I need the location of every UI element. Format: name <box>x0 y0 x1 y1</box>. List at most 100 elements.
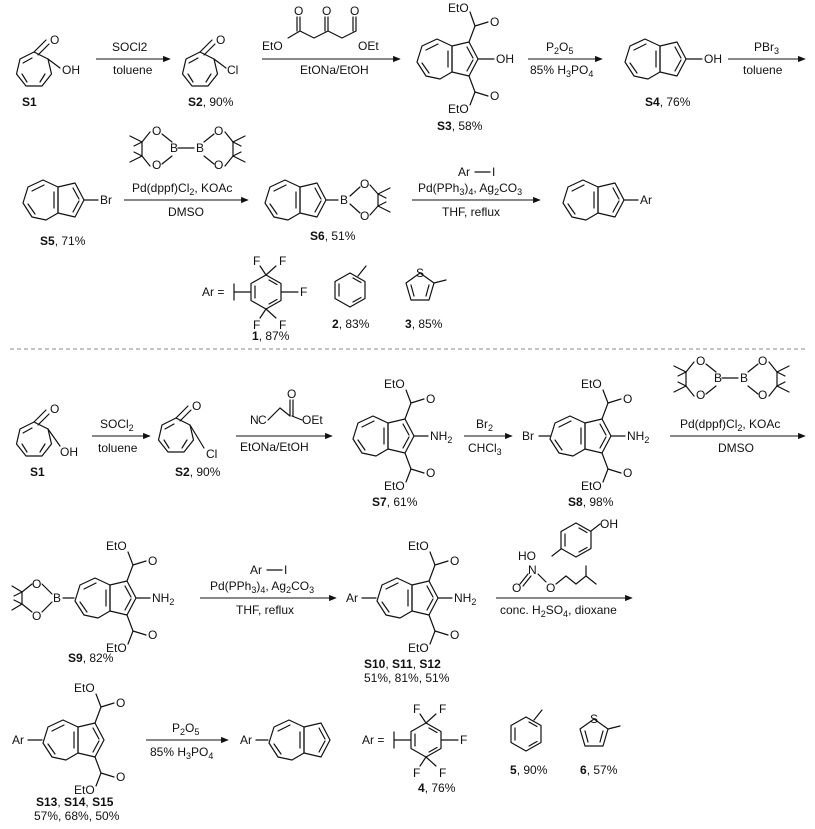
svg-text:EtO: EtO <box>408 641 429 655</box>
svg-text:O: O <box>148 554 157 568</box>
svg-text:N: N <box>250 413 259 427</box>
compound-label-s4: S4, 76% <box>645 95 691 109</box>
solvent-dmso: DMSO <box>718 441 754 455</box>
arrow-step4-top: PBr3 toluene <box>728 40 806 77</box>
svg-text:OH: OH <box>704 52 722 66</box>
reagent-ar: Ar <box>458 165 470 179</box>
svg-text:B: B <box>714 371 722 385</box>
solvent-dmso: DMSO <box>168 205 204 219</box>
reagent-ar: Ar <box>250 563 262 577</box>
svg-text:O: O <box>350 4 359 18</box>
solvent-chcl3: CHCl3 <box>468 441 502 457</box>
compound-s8: Br O EtO O EtO NH2 S8, 98% <box>522 377 649 509</box>
product-label-6: 6, 57% <box>580 763 618 777</box>
svg-text:O: O <box>287 387 296 401</box>
svg-text:F: F <box>300 285 307 299</box>
compound-label-s7: S7, 61% <box>372 495 418 509</box>
reagent-pbr3: PBr3 <box>754 40 779 56</box>
product-label-3: 3, 85% <box>405 317 443 331</box>
svg-text:EtO: EtO <box>581 479 602 493</box>
solvent-toluene: toluene <box>113 63 153 77</box>
reagent-p2o5: P2O5 <box>172 721 199 737</box>
svg-text:F: F <box>439 702 446 716</box>
svg-text:O: O <box>360 177 369 191</box>
svg-text:Ar: Ar <box>240 733 252 747</box>
svg-text:OH: OH <box>496 52 514 66</box>
compound-labels-s13-s15: S13, S14, S15 <box>36 795 114 809</box>
svg-text:O: O <box>32 577 41 591</box>
svg-text:O: O <box>148 628 157 642</box>
compound-s10-s12: Ar O EtO O EtO NH2 S10, S11, S12 51%, 81… <box>346 539 476 685</box>
compound-label-s5: S5, 71% <box>40 234 86 248</box>
svg-text:O: O <box>214 124 223 138</box>
svg-text:O: O <box>450 628 459 642</box>
svg-text:O: O <box>696 388 705 402</box>
solvent-toluene: toluene <box>743 63 783 77</box>
arrow-step7-bottom: P2O5 85% H3PO4 <box>146 721 229 761</box>
ar-equals: Ar = <box>362 733 384 747</box>
compound-label-s3: S3, 58% <box>437 119 483 133</box>
compound-yields-s10-s12: 51%, 81%, 51% <box>364 671 450 685</box>
arrow-step1-top: SOCl2 toluene <box>96 40 171 77</box>
svg-text:F: F <box>413 766 420 780</box>
svg-text:EtO: EtO <box>581 377 602 391</box>
compound-s2-bottom: O Cl S2, 90% <box>157 399 221 479</box>
svg-text:O: O <box>152 158 161 172</box>
svg-text:O: O <box>426 392 435 406</box>
svg-text:N: N <box>528 563 537 577</box>
svg-text:O: O <box>32 609 41 623</box>
reagent-p2o5: P2O5 <box>546 40 573 56</box>
svg-text:F: F <box>460 733 467 747</box>
arrow-step5-bottom: Ar I Pd(PPh3)4, Ag2CO3 THF, reflux <box>200 563 337 617</box>
arrow-step6-top: Ar I Pd(PPh3)4, Ag2CO3 THF, reflux <box>412 165 541 219</box>
arrow-step6-bottom: OH HO O N O conc. H2SO4, dioxane <box>496 517 633 619</box>
svg-text:Ar: Ar <box>640 193 652 207</box>
svg-text:O: O <box>490 15 499 29</box>
svg-text:EtO: EtO <box>408 539 429 553</box>
arrow-step3-top: P2O5 85% H3PO4 <box>528 40 603 79</box>
reagent-pd-dppf: Pd(dppf)Cl2, KOAc <box>132 181 232 197</box>
svg-text:B: B <box>340 193 348 207</box>
svg-text:S: S <box>416 266 424 280</box>
svg-text:O: O <box>152 124 161 138</box>
svg-text:F: F <box>253 254 260 268</box>
svg-text:NH2: NH2 <box>627 429 649 445</box>
svg-text:O: O <box>450 554 459 568</box>
reagent-iodide: I <box>284 563 287 577</box>
svg-text:O: O <box>426 466 435 480</box>
svg-text:B: B <box>170 141 178 155</box>
compound-label-s6: S6, 51% <box>310 229 356 243</box>
compound-labels-s10-s12: S10, S11, S12 <box>364 657 441 671</box>
svg-text:O: O <box>192 399 201 413</box>
compound-s7: O EtO O EtO NH2 S7, 61% <box>352 377 452 509</box>
compound-label-s2-bottom: S2, 90% <box>175 465 221 479</box>
ester-eto-bottom: EtO <box>448 102 469 116</box>
chloro-label: Cl <box>227 63 238 77</box>
product-label-4: 4, 76% <box>418 781 456 795</box>
arrow-step2-bottom: N C O OEt EtONa/EtOH <box>236 387 333 454</box>
svg-text:S: S <box>590 712 598 726</box>
svg-text:Br: Br <box>522 429 534 443</box>
svg-text:EtO: EtO <box>74 681 95 695</box>
svg-text:O: O <box>116 696 125 710</box>
compound-s6: B O O S6, 51% <box>264 177 391 243</box>
svg-text:HO: HO <box>518 549 536 563</box>
svg-text:EtO: EtO <box>106 641 127 655</box>
reagent-socl2: SOCl2 <box>100 417 134 433</box>
svg-text:O: O <box>623 392 632 406</box>
reagent-socl2: SOCl2 <box>112 40 148 54</box>
svg-text:B: B <box>196 141 204 155</box>
ar-definitions-top: Ar = F F F F F 1, 87% 2, 83% S 3, 85% <box>202 254 447 343</box>
svg-text:F: F <box>279 254 286 268</box>
svg-text:Ar: Ar <box>12 733 24 747</box>
arrow-step4-bottom: B B O O O O Pd(dppf)Cl2, KOAc DMSO <box>670 354 806 455</box>
compound-s9: O O B O EtO O EtO NH2 S9, 82% <box>11 539 174 665</box>
svg-text:O: O <box>490 89 499 103</box>
solvent-thf: THF, reflux <box>442 205 500 219</box>
svg-text:OH: OH <box>60 445 78 459</box>
reagent-etona: EtONa/EtOH <box>300 63 369 77</box>
svg-text:C: C <box>258 413 267 427</box>
oxygen-label: O <box>50 33 59 47</box>
svg-text:O: O <box>512 581 521 595</box>
reagent-oet: OEt <box>358 39 379 53</box>
